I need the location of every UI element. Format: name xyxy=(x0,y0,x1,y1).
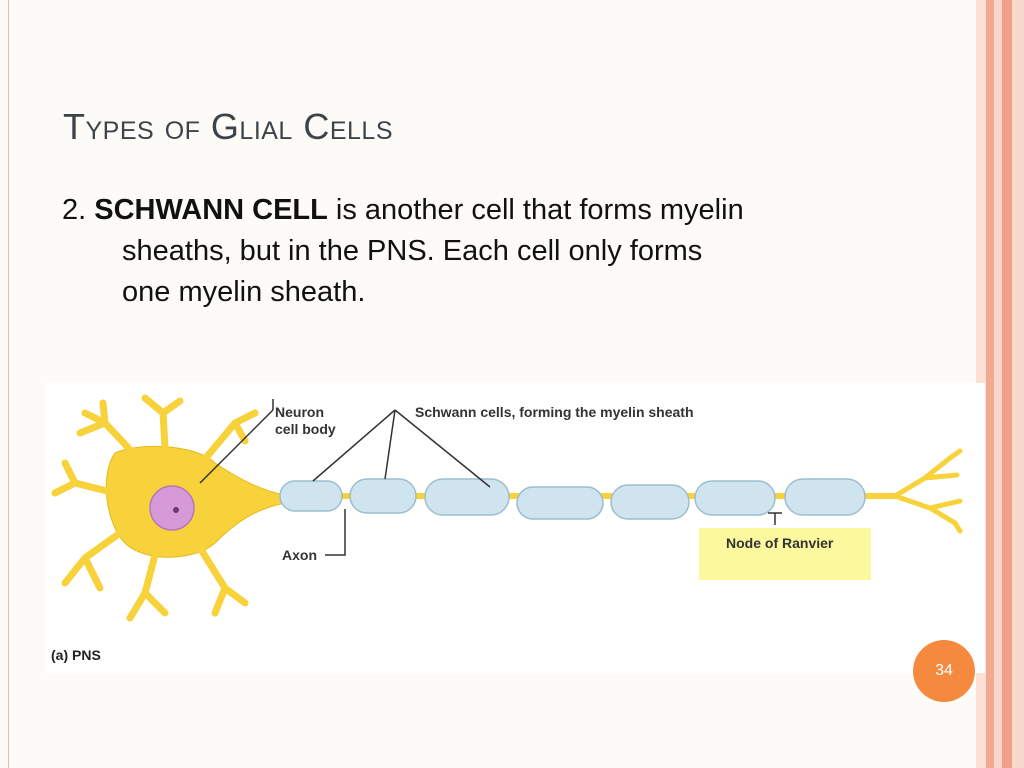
label-neuron-line1: Neuron xyxy=(275,404,324,420)
label-axon: Axon xyxy=(282,547,317,563)
item-number: 2. xyxy=(62,194,87,226)
nucleus xyxy=(149,485,195,531)
body-line-1: is another cell that forms myelin xyxy=(335,194,744,226)
leader-lines xyxy=(199,399,782,556)
body-line-3: one myelin sheath. xyxy=(122,276,366,308)
panel-label: (a) PNS xyxy=(51,647,101,663)
label-node-of-ranvier: Node of Ranvier xyxy=(726,535,834,551)
schwann-cell-diagram: Neuron cell body Schwann cells, forming … xyxy=(45,383,985,673)
neuron-cell-body xyxy=(51,394,286,622)
term-schwann-cell: SCHWANN CELL xyxy=(94,194,328,226)
neuron-illustration xyxy=(51,394,963,622)
label-neuron-line2: cell body xyxy=(275,421,336,437)
body-line-2: sheaths, but in the PNS. Each cell only … xyxy=(122,235,703,267)
label-schwann-cells: Schwann cells, forming the myelin sheath xyxy=(415,404,694,420)
label-neuron-cell-body: Neuron cell body xyxy=(275,404,336,438)
myelin-segments xyxy=(279,478,866,520)
nucleolus xyxy=(173,507,179,513)
left-rule xyxy=(8,0,9,768)
slide-title: Types of Glial Cells xyxy=(63,106,393,147)
page-number-badge: 34 xyxy=(913,640,975,702)
node-of-ranvier-highlight xyxy=(699,528,871,580)
body-text: 2. SCHWANN CELL is another cell that for… xyxy=(62,190,902,313)
axon-terminals xyxy=(892,448,963,534)
